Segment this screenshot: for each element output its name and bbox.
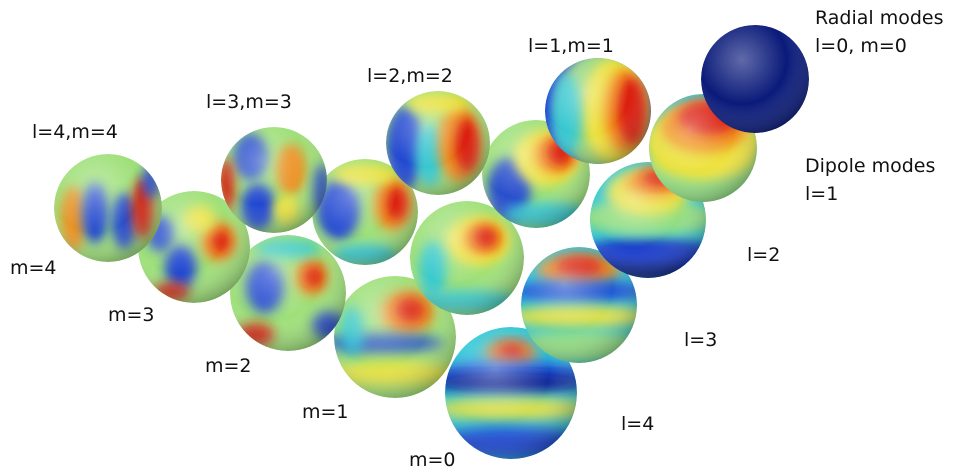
sphere-l3-m1: [410, 201, 524, 315]
sphere-l3-m3: [221, 127, 327, 233]
sphere-l0-m0: [701, 25, 809, 133]
sphere-l4-m1: [334, 276, 456, 398]
label-l1-m1: l=1,m=1: [528, 35, 614, 57]
label-l2-m2: l=2,m=2: [367, 65, 453, 87]
dipole-modes-subtitle: l=1: [805, 183, 839, 205]
label-l2: l=2: [747, 244, 781, 266]
label-l4-m4: l=4,m=4: [32, 121, 118, 143]
sphere-l2-m2: [386, 91, 490, 195]
radial-modes-subtitle: l=0, m=0: [815, 35, 907, 57]
sphere-l4-m4: [54, 154, 162, 262]
label-m2: m=2: [205, 355, 252, 377]
label-m3: m=3: [108, 304, 155, 326]
radial-modes-title: Radial modes: [815, 7, 944, 29]
label-m0: m=0: [409, 449, 456, 471]
label-l4: l=4: [621, 413, 655, 435]
dipole-modes-title: Dipole modes: [805, 155, 936, 177]
label-l3: l=3: [684, 329, 718, 351]
label-m1: m=1: [302, 401, 349, 423]
sphere-l3-m2: [312, 159, 418, 265]
sphere-l1-m1: [545, 58, 651, 164]
label-l3-m3: l=3,m=3: [206, 91, 292, 113]
label-m4: m=4: [10, 257, 57, 279]
